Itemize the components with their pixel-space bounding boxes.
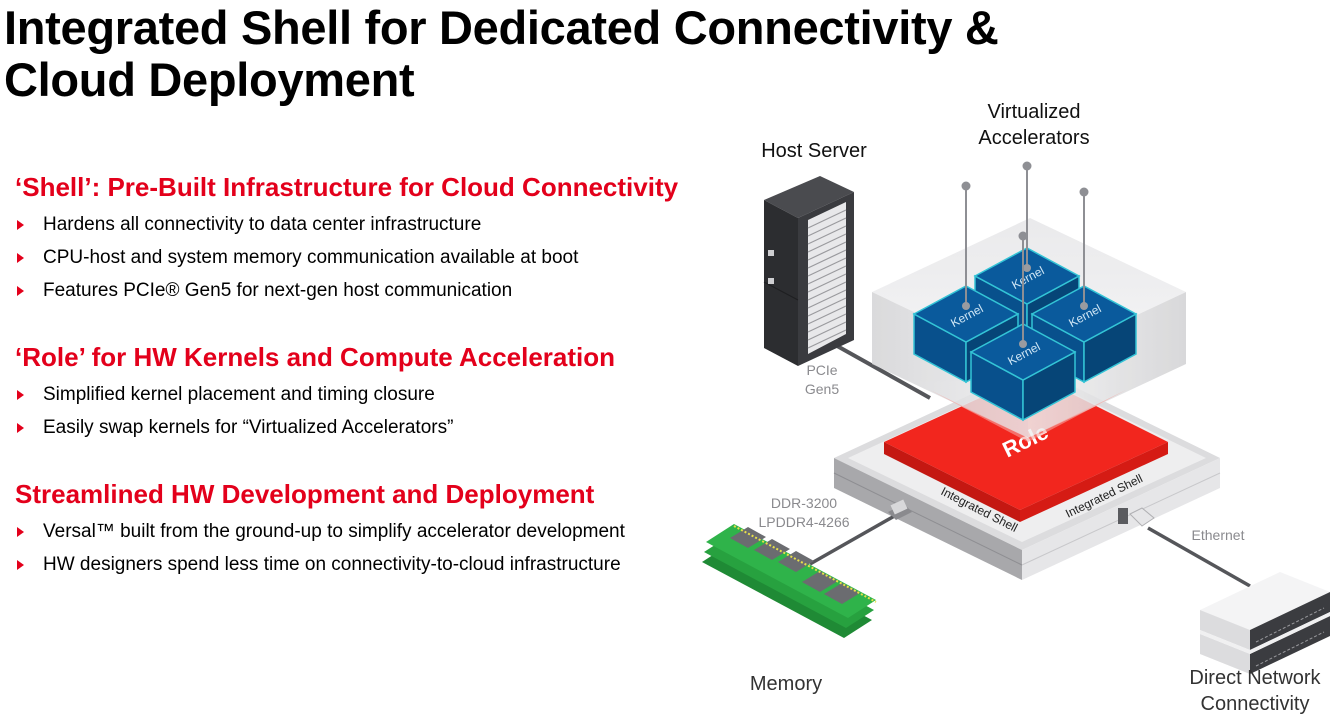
kernel-block: Kernel	[912, 181, 1020, 384]
bullet-text: CPU-host and system memory communication…	[43, 247, 579, 268]
bullet-item: Easily swap kernels for “Virtualized Acc…	[15, 411, 615, 444]
bullet-text: Easily swap kernels for “Virtualized Acc…	[43, 417, 454, 438]
bullet-arrow-icon	[17, 253, 24, 263]
ethernet-cable	[1147, 526, 1251, 588]
bullet-item: CPU-host and system memory communication…	[15, 241, 678, 274]
pin-base-icon	[962, 302, 970, 310]
bullet-text: Simplified kernel placement and timing c…	[43, 384, 435, 405]
ethernet-connector-icon	[1118, 507, 1155, 527]
bullet-item: Versal™ built from the ground-up to simp…	[15, 515, 625, 548]
bullet-arrow-icon	[17, 390, 24, 400]
bullet-text: Versal™ built from the ground-up to simp…	[43, 521, 625, 542]
pin-head-icon	[1018, 231, 1028, 241]
section-shell: ‘Shell’: Pre-Built Infrastructure for Cl…	[15, 172, 678, 307]
section-heading: Streamlined HW Development and Deploymen…	[15, 479, 595, 509]
kernel-face	[973, 247, 1081, 305]
bullet-item: Simplified kernel placement and timing c…	[15, 378, 615, 411]
virtualized-label-line2: Accelerators	[978, 127, 1089, 149]
kernel-block: Kernel	[969, 231, 1077, 422]
bullet-arrow-icon	[17, 527, 24, 537]
pin-base-icon	[1019, 340, 1027, 348]
bullet-text: Hardens all connectivity to data center …	[43, 214, 482, 235]
section-role: ‘Role’ for HW Kernels and Compute Accele…	[15, 342, 615, 444]
host-server-label: Host Server	[761, 140, 867, 162]
bullet-text: HW designers spend less time on connecti…	[43, 554, 621, 575]
memory-label: Memory	[750, 673, 822, 695]
network-label-line1: Direct Network	[1189, 667, 1321, 689]
network-switch-icon	[1200, 572, 1330, 674]
ddr-label-line2: LPDDR4-4266	[758, 514, 849, 530]
section-heading: ‘Role’ for HW Kernels and Compute Accele…	[15, 342, 616, 372]
pcie-cable	[829, 340, 931, 400]
pcie-label-line2: Gen5	[805, 381, 839, 397]
architecture-diagram: Host Server Virtualized Accelerators PCI…	[702, 101, 1330, 715]
memory-cable	[809, 512, 899, 566]
role-block	[884, 374, 1168, 522]
title-line-2: Cloud Deployment	[4, 53, 415, 106]
bullet-arrow-icon	[17, 560, 24, 570]
virtualized-label-line1: Virtualized	[987, 101, 1080, 123]
title-line-1: Integrated Shell for Dedicated Connectiv…	[4, 1, 999, 54]
bullet-item: HW designers spend less time on connecti…	[15, 548, 625, 581]
bullet-item: Hardens all connectivity to data center …	[15, 208, 678, 241]
kernel-face	[1030, 285, 1138, 343]
bullet-list: Simplified kernel placement and timing c…	[15, 378, 615, 444]
ddr-label-line1: DDR-3200	[771, 495, 837, 511]
bullet-arrow-icon	[17, 286, 24, 296]
kernel-face	[969, 323, 1077, 381]
pin-head-icon	[1079, 187, 1089, 197]
host-server-icon	[763, 176, 854, 366]
bullet-list: Versal™ built from the ground-up to simp…	[15, 515, 625, 581]
pin-base-icon	[1080, 302, 1088, 310]
kernel-face	[912, 285, 1020, 343]
ethernet-label: Ethernet	[1192, 527, 1245, 543]
memory-connector-icon	[888, 499, 912, 520]
bullet-arrow-icon	[17, 220, 24, 230]
bullet-text: Features PCIe® Gen5 for next-gen host co…	[43, 280, 513, 301]
section-streamlined: Streamlined HW Development and Deploymen…	[15, 479, 625, 581]
slide-title: Integrated Shell for Dedicated Connectiv…	[4, 2, 999, 106]
pin-head-icon	[1022, 161, 1032, 171]
pin-head-icon	[961, 181, 971, 191]
bullet-arrow-icon	[17, 423, 24, 433]
section-heading: ‘Shell’: Pre-Built Infrastructure for Cl…	[15, 172, 679, 202]
pin-base-icon	[1023, 264, 1031, 272]
pcie-label-line1: PCIe	[806, 362, 837, 378]
network-label-line2: Connectivity	[1201, 693, 1310, 715]
bullet-list: Hardens all connectivity to data center …	[15, 208, 678, 307]
memory-dimm-icon	[702, 524, 877, 638]
bullet-item: Features PCIe® Gen5 for next-gen host co…	[15, 274, 678, 307]
